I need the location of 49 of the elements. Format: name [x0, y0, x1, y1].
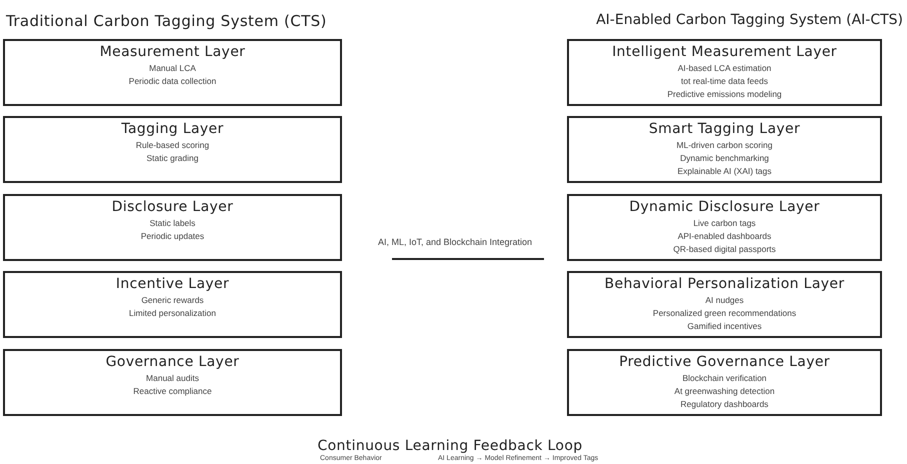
- layer-box: [3, 349, 342, 416]
- layer-box: [567, 271, 882, 338]
- layer-item: Limited personalization: [129, 308, 216, 319]
- column-heading: Traditional Carbon Tagging System (CTS): [6, 11, 327, 32]
- layer-box: [3, 194, 342, 261]
- layer-box: [3, 271, 342, 338]
- layer-item: Live carbon tags: [693, 218, 756, 229]
- layer-item: Explainable AI (XAI) tags: [677, 166, 772, 177]
- layer-item: Gamified incentives: [687, 321, 762, 332]
- layer-item: At greenwashing detection: [674, 386, 775, 397]
- layer-title: Behavioral Personalization Layer: [604, 276, 844, 293]
- layer-item: Predictive emissions modeling: [667, 89, 782, 100]
- layer-title: Smart Tagging Layer: [648, 121, 800, 138]
- layer-item: tot real-time data feeds: [681, 76, 768, 87]
- layer-title: Intelligent Measurement Layer: [612, 44, 837, 61]
- layer-item: Periodic updates: [140, 231, 204, 242]
- layer-box: [567, 116, 882, 183]
- layer-item: AI-based LCA estimation: [678, 63, 772, 74]
- layer-item: Periodic data collection: [128, 76, 216, 87]
- layer-item: Reactive compliance: [133, 386, 212, 397]
- layer-title: Dynamic Disclosure Layer: [629, 199, 820, 216]
- layer-item: Regulatory dashboards: [680, 399, 768, 410]
- layer-item: Generic rewards: [141, 295, 204, 306]
- feedback-loop-title: Continuous Learning Feedback Loop: [316, 438, 584, 454]
- layer-item: ML-driven carbon scoring: [676, 140, 772, 151]
- layer-title: Incentive Layer: [116, 276, 230, 293]
- layer-box: [567, 194, 882, 261]
- layer-item: Dynamic benchmarking: [680, 153, 769, 164]
- layer-item: API-enabled dashboards: [678, 231, 772, 242]
- layer-item: Static grading: [146, 153, 198, 164]
- layer-item: Static labels: [150, 218, 196, 229]
- layer-box: [567, 39, 882, 106]
- layer-item: Manual LCA: [149, 63, 196, 74]
- layer-item: Blockchain verification: [682, 373, 767, 384]
- column-heading: AI-Enabled Carbon Tagging System (AI-CTS): [596, 11, 903, 30]
- layer-title: Governance Layer: [106, 354, 240, 371]
- layer-title: Measurement Layer: [100, 44, 246, 61]
- layer-box: [3, 39, 342, 106]
- layer-item: Manual audits: [146, 373, 199, 384]
- layer-title: Predictive Governance Layer: [619, 354, 830, 371]
- layer-box: [3, 116, 342, 183]
- layer-item: Personalized green recommendations: [652, 308, 796, 319]
- layer-item: AI nudges: [705, 295, 744, 306]
- integration-label: AI, ML, IoT, and Blockchain Integration: [376, 236, 534, 249]
- layer-box: [567, 349, 882, 416]
- layer-title: Tagging Layer: [121, 121, 224, 138]
- layer-item: Rule-based scoring: [136, 140, 210, 151]
- layer-title: Disclosure Layer: [112, 199, 234, 216]
- layer-item: QR-based digital passports: [673, 244, 776, 255]
